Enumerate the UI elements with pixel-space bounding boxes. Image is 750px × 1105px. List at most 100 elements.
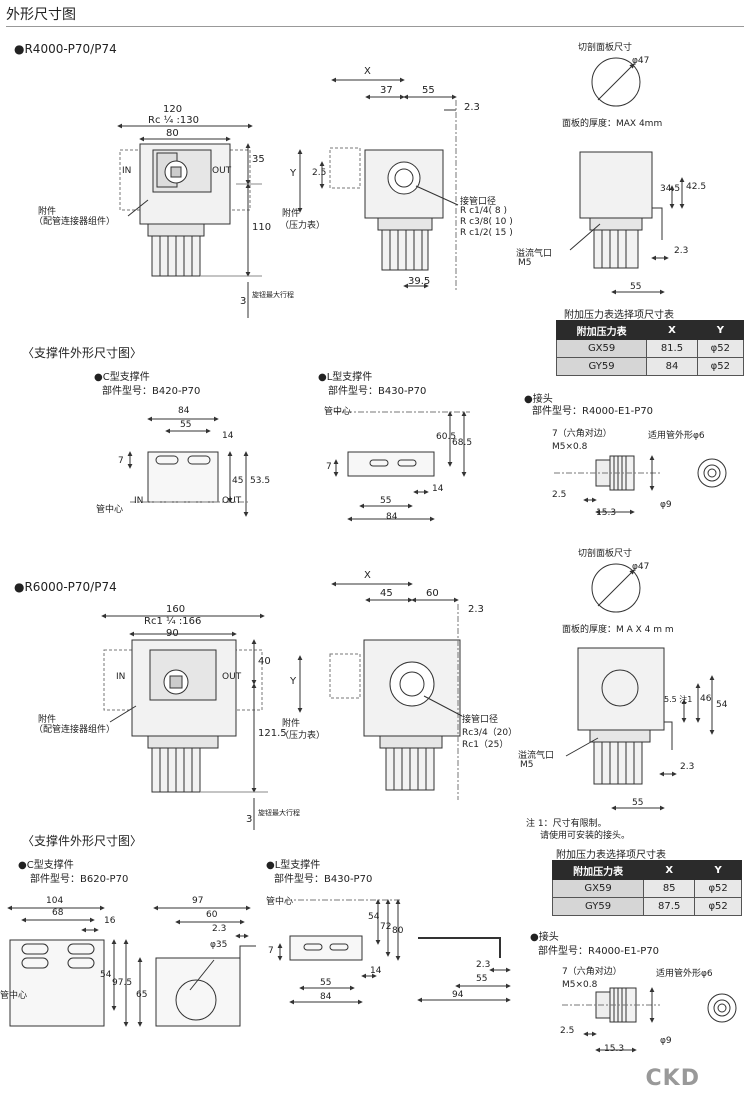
r4000-side-gauge: 附件	[282, 209, 301, 219]
r6000-front-view	[101, 613, 268, 830]
r4000-lbracket-part: 部件型号：B430-P70	[328, 386, 427, 397]
r6000-fitting-d9: φ9	[660, 1036, 672, 1046]
r4000-panel-view	[569, 57, 685, 295]
r4000-front-view	[117, 123, 262, 318]
table-header-x: X	[646, 320, 698, 340]
r6000-side-port-2: Rc1（25）	[462, 740, 509, 750]
ckd-logo: CKD	[645, 1066, 700, 1091]
r4000-lbracket-d605: 60.5	[436, 432, 457, 442]
r4000-panel-d425: 42.5	[686, 182, 707, 192]
r4000-cbracket-part: 部件型号：B420-P70	[102, 386, 201, 397]
table-header-y: Y	[694, 860, 742, 880]
r4000-fitting-part: 部件型号：R4000-E1-P70	[532, 406, 654, 417]
r6000-panel-thick: 面板的厚度：M A X 4 m m	[562, 625, 674, 635]
table-cell: 84	[646, 357, 698, 376]
table-cell: GY59	[551, 897, 645, 916]
r4000-panel-thick: 面板的厚度：MAX 4mm	[562, 119, 663, 129]
r4000-lbracket-name: ●L型支撑件	[318, 372, 373, 383]
r6000-front-in: IN	[116, 672, 126, 682]
r6000-cbracket-d104: 104	[46, 896, 64, 906]
table-cell: φ52	[694, 879, 742, 898]
r6000-panel-relief: 溢流气口	[518, 751, 555, 761]
r6000-front-rc: Rc1 ¼ :166	[144, 616, 202, 627]
r4000-side-d55: 55	[422, 85, 435, 96]
r6000-fitting-name: ●接头	[530, 932, 559, 943]
r4000-l-bracket-view	[333, 411, 470, 522]
r4000-fitting-view	[554, 455, 727, 515]
r6000-lbracket-d80: 80	[392, 926, 404, 936]
table-row: GX59 81.5 φ52	[555, 339, 745, 358]
r4000-cbracket-d45: 45	[232, 476, 244, 486]
r4000-cbracket-d55: 55	[180, 420, 192, 430]
r4000-fitting-d9: φ9	[660, 500, 672, 510]
table-row: GY59 84 φ52	[555, 357, 745, 376]
r6000-side-x: X	[364, 570, 371, 581]
r6000-front-accessory: 附件	[38, 715, 57, 725]
r6000-cbracket-name: ●C型支撑件	[18, 860, 74, 871]
footnote-1: 注 1：尺寸有限制。	[526, 819, 607, 829]
r4000-front-w80: 80	[166, 128, 179, 139]
r4000-table-caption: 附加压力表选择项尺寸表	[564, 310, 674, 321]
r6000-side-d45: 45	[380, 588, 393, 599]
r6000-l-bracket-view	[277, 899, 511, 1005]
r6000-cbracket-center: 管中心	[0, 991, 28, 1001]
r4000-panel-relief: 溢流气口	[516, 249, 553, 259]
r6000-fitting-view	[562, 987, 737, 1053]
r6000-side-gauge-desc: （压力表）	[280, 731, 326, 741]
r6000-cbracket-d54: 54	[100, 970, 112, 980]
r6000-lbracket-part: 部件型号：B430-P70	[274, 874, 373, 885]
r4000-front-accessory: 附件	[38, 207, 57, 217]
r6000-lbracket-d94: 94	[452, 990, 464, 1000]
r6000-lbracket-d23: 2.3	[476, 960, 491, 970]
title-divider	[6, 26, 744, 27]
r6000-lbracket-d84: 84	[320, 992, 332, 1002]
r6000-panel-d55n: 5.5 注1	[664, 695, 693, 704]
r4000-lbracket-center: 管中心	[324, 407, 352, 417]
r6000-gauge-table: 附加压力表 X Y GX59 85 φ52 GY59 87.5 φ52	[551, 860, 742, 916]
r4000-fitting-m5: M5×0.8	[552, 442, 588, 452]
r6000-panel-relief-m5: M5	[520, 760, 534, 770]
r4000-lbracket-d55: 55	[380, 496, 392, 506]
r6000-fitting-part: 部件型号：R4000-E1-P70	[538, 946, 660, 957]
r4000-gauge-table: 附加压力表 X Y GX59 81.5 φ52 GY59 84 φ52	[555, 320, 745, 376]
table-header-x: X	[643, 860, 696, 880]
r6000-cbracket-d97: 97	[192, 896, 204, 906]
r4000-lbracket-d685: 68.5	[452, 438, 473, 448]
table-header-row: 附加压力表 X Y	[551, 860, 742, 880]
r6000-side-d23: 2.3	[468, 604, 484, 615]
r6000-cbracket-d60: 60	[206, 910, 218, 920]
table-header-gauge: 附加压力表	[555, 320, 648, 340]
r6000-bracket-heading: 〈支撑件外形尺寸图〉	[22, 834, 143, 848]
r6000-heading: ●R6000-P70/P74	[14, 580, 117, 594]
r6000-panel-view	[565, 563, 715, 811]
r6000-panel-d46: 46	[700, 694, 712, 704]
r6000-front-w160: 160	[166, 604, 186, 615]
r6000-side-port: 接管口径	[462, 715, 499, 725]
table-cell: 87.5	[643, 897, 696, 916]
table-cell: GX59	[551, 879, 645, 898]
r4000-lbracket-d84: 84	[386, 512, 398, 522]
r6000-fitting-d25: 2.5	[560, 1026, 575, 1036]
r4000-front-adjust: 旋钮最大行程	[252, 291, 294, 299]
r6000-lbracket-d14: 14	[370, 966, 382, 976]
r4000-lbracket-d7: 7	[326, 462, 332, 472]
r6000-side-d60: 60	[426, 588, 439, 599]
table-cell: 85	[643, 879, 696, 898]
r4000-side-d25: 2.5	[312, 168, 327, 178]
r4000-cbracket-center: 管中心	[96, 505, 124, 515]
r4000-cbracket-d535: 53.5	[250, 476, 271, 486]
table-cell: φ52	[696, 339, 745, 358]
r4000-panel-d345: 34.5	[660, 184, 681, 194]
r6000-front-h40: 40	[258, 656, 271, 667]
r4000-side-d23: 2.3	[464, 102, 480, 113]
r6000-cbracket-part: 部件型号：B620-P70	[30, 874, 129, 885]
r6000-cbracket-d975: 97.5	[112, 978, 133, 988]
r6000-side-gauge: 附件	[282, 719, 301, 729]
r4000-cbracket-in: IN	[134, 496, 144, 506]
r6000-cbracket-d68: 68	[52, 908, 64, 918]
r6000-panel-d55: 55	[632, 798, 644, 808]
r6000-cbracket-d35: φ35	[210, 940, 228, 950]
r4000-front-h35: 35	[252, 154, 265, 165]
r4000-panel-d23: 2.3	[674, 246, 689, 256]
r4000-fitting-name: ●接头	[524, 394, 553, 405]
